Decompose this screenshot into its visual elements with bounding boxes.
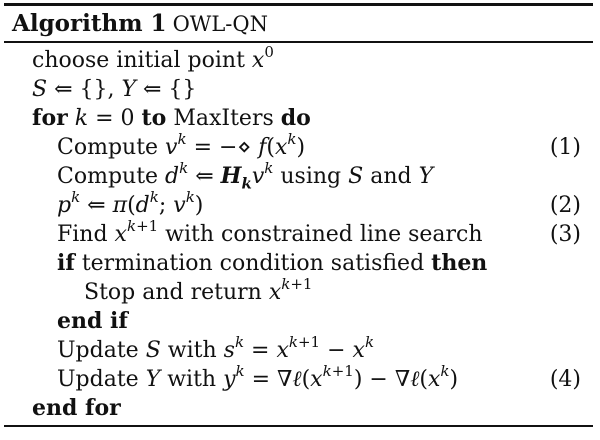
algorithm-line-13: end for (4, 394, 593, 423)
algorithm-line-2: S ⇐ {}, Y ⇐ {} (4, 75, 593, 104)
algorithm-line-6: pk ⇐ π(dk; vk) (2) (4, 187, 593, 220)
equation-number: (1) (549, 135, 581, 160)
algorithm-line-10: end if (4, 307, 593, 336)
line-content: Compute dk ⇐ Hkvk using S and Y (57, 158, 434, 193)
equation-number: (4) (549, 367, 581, 392)
line-content: pk ⇐ π(dk; vk) (57, 187, 204, 218)
equation-number: (2) (549, 193, 581, 218)
title-rule (4, 41, 593, 43)
algorithm-line-9: Stop and return xk+1 (4, 274, 593, 307)
algorithm-line-3: for k = 0 to MaxIters do (4, 104, 593, 133)
line-content: end if (57, 308, 128, 334)
algorithm-line-7: Find xk+1 with constrained line search (… (4, 216, 593, 249)
line-content: for k = 0 to MaxIters do (32, 105, 311, 131)
algorithm-label: Algorithm 1 (12, 10, 167, 37)
algorithm-line-11: Update S with sk = xk+1 − xk (4, 332, 593, 365)
line-content: Find xk+1 with constrained line search (57, 216, 483, 247)
bottom-rule (4, 425, 593, 427)
line-content: choose initial point x0 (32, 42, 274, 73)
top-rule (4, 3, 593, 6)
algorithm-line-8: if termination condition satisfied then (4, 249, 593, 278)
algorithm-name: OWL-QN (172, 12, 268, 36)
algorithm-line-5: Compute dk ⇐ Hkvk using S and Y (4, 158, 593, 193)
algorithm-line-1: choose initial point x0 (4, 42, 593, 75)
algorithm-line-12: Update Y with yk = ∇ℓ(xk+1) − ∇ℓ(xk) (4) (4, 361, 593, 394)
line-content: S ⇐ {}, Y ⇐ {} (32, 77, 197, 102)
algorithm-line-4: Compute vk = −⋄ f(xk) (1) (4, 129, 593, 162)
line-content: end for (32, 395, 121, 421)
equation-number: (3) (549, 222, 581, 247)
line-content: Update S with sk = xk+1 − xk (57, 332, 375, 363)
line-content: Stop and return xk+1 (84, 274, 313, 305)
line-content: if termination condition satisfied then (57, 250, 488, 276)
line-content: Update Y with yk = ∇ℓ(xk+1) − ∇ℓ(xk) (57, 361, 459, 392)
line-content: Compute vk = −⋄ f(xk) (57, 129, 306, 160)
